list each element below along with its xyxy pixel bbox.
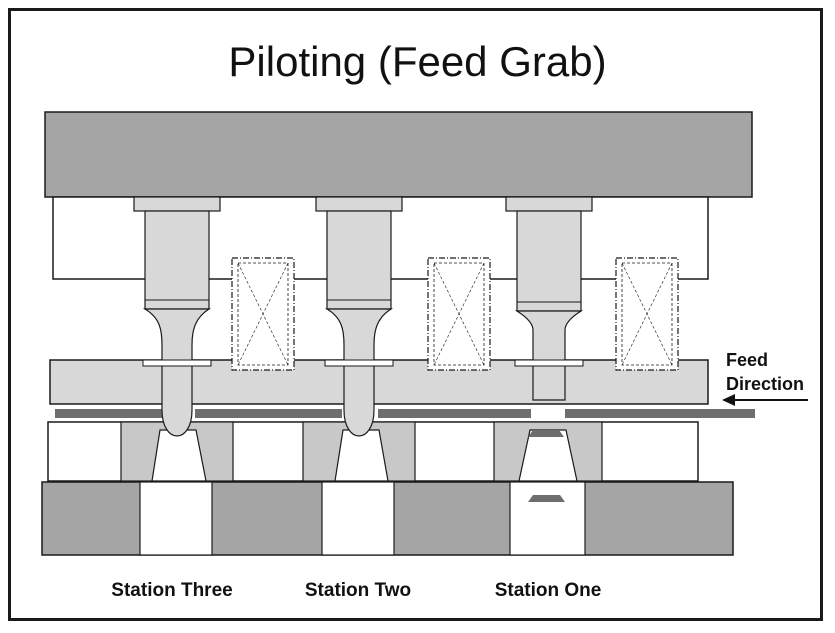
die-shoe-opening-one	[509, 481, 586, 556]
station-label-two: Station Two	[304, 580, 412, 601]
die-shoe-opening-two	[321, 481, 395, 556]
stripper-plate	[49, 359, 709, 405]
spring-pocket-3	[615, 257, 679, 371]
spring-pocket-1	[231, 257, 295, 371]
pilot-punch-station-two	[315, 196, 403, 437]
die-insert-station-one	[493, 421, 603, 482]
punch-holder	[44, 111, 753, 198]
feed-label-line1: Feed	[726, 350, 769, 370]
station-label-one: Station One	[494, 580, 602, 601]
diagram-title: Piloting (Feed Grab)	[228, 38, 607, 85]
spring-pocket-2	[427, 257, 491, 371]
pilot-punch-station-three	[133, 196, 221, 437]
station-label-three: Station Three	[111, 580, 233, 601]
pierce-punch-station-one	[505, 196, 593, 401]
die-shoe-opening-three	[139, 481, 213, 556]
feed-arrow-icon	[722, 394, 808, 406]
feed-label-line2: Direction	[726, 374, 805, 394]
slug	[528, 495, 565, 502]
strip-material	[55, 409, 755, 418]
